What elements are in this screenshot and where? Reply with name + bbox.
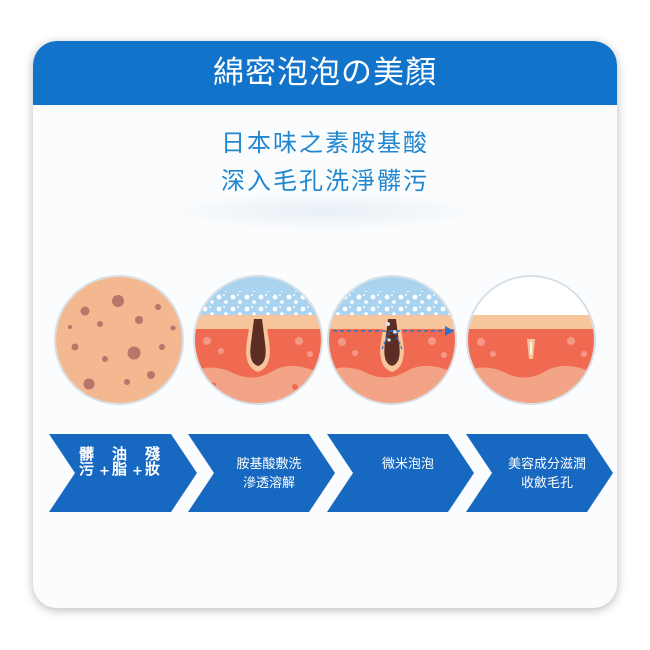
skin-spots-circle [54,275,184,405]
product-card: 綿密泡泡の美顏 日本味之素胺基酸 深入毛孔洗淨髒污 [33,41,617,608]
step-arrow-4 [466,434,613,512]
title-banner: 綿密泡泡の美顏 [33,41,617,105]
step-2-line-1: 胺基酸敷洗 [236,457,302,472]
step-2-label: 胺基酸敷洗 滲透溶解 [219,455,319,493]
step-1-part-dirt: 髒污 [77,446,95,476]
step-2-line-2: 滲透溶解 [242,476,295,491]
headline-glow [165,191,485,231]
step-4-line-2: 收斂毛孔 [520,476,573,491]
step-4-line-1: 美容成分滋潤 [507,457,586,472]
step-arrow-2 [188,434,335,512]
step-arrow-3 [327,434,474,512]
pore-foam-circle [327,275,457,405]
skin-cleansing-illustration [49,275,613,512]
pore-dirty-circle [193,275,323,405]
banner-title: 綿密泡泡の美顏 [213,55,437,91]
step-4-label: 美容成分滋潤 收斂毛孔 [492,455,602,493]
step-1-plus: + [99,464,110,479]
step-3-label: 微米泡泡 [358,455,458,474]
step-1-plus-2: + [132,464,143,479]
step-arrow-1 [49,434,197,512]
step-3-line-1: 微米泡泡 [381,457,434,472]
step-1-part-makeup: 殘妝 [143,446,161,476]
headline-line-1: 日本味之素胺基酸 [221,129,429,157]
step-1-label: 髒污 + 油脂 + 殘妝 [77,446,187,502]
headline-line-2: 深入毛孔洗淨髒污 [221,167,429,195]
step-1-part-oil: 油脂 [110,446,128,476]
pore-clean-circle [466,275,596,405]
